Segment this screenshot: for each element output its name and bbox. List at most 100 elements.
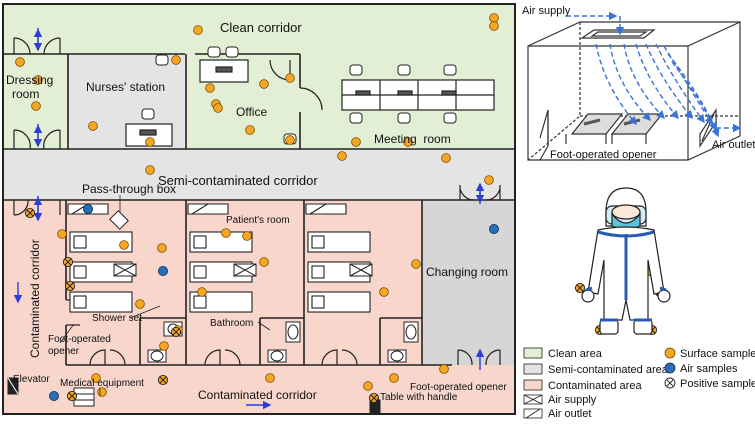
label-bathroom: Bathroom: [210, 318, 253, 329]
bedside-table: [233, 263, 257, 277]
label-foot-opener-right: Foot-operated opener: [410, 382, 507, 393]
positive-sample-marker: [368, 392, 380, 404]
room-cabinet: [305, 203, 347, 215]
label-foot-opener-left-1: Foot-operated: [48, 334, 111, 345]
legend-surface-label: Surface samples: [680, 348, 755, 360]
surface-sample-marker: [245, 125, 255, 135]
surface-sample-marker: [337, 151, 347, 161]
label-contaminated-corridor-vertical: Contaminated corridor: [28, 239, 42, 358]
chair: [397, 112, 411, 124]
surface-sample-marker: [197, 287, 207, 297]
ward-3d: Air supply Air outlet Foot-operated open…: [522, 5, 755, 161]
surface-sample-marker: [33, 75, 43, 85]
chair: [397, 64, 411, 76]
chair: [225, 46, 239, 58]
bed: [307, 231, 371, 253]
positive-sample-marker: [66, 390, 78, 402]
surface-sample-marker: [285, 135, 295, 145]
surface-sample-marker: [213, 103, 223, 113]
bed: [189, 291, 253, 313]
legend-air-marker: [664, 362, 676, 374]
legend-clean-label: Clean area: [548, 348, 603, 360]
ppe-figure: [581, 187, 671, 335]
surface-sample-marker: [135, 299, 145, 309]
label-office: Office: [236, 105, 267, 119]
bed: [189, 231, 253, 253]
bed: [69, 291, 133, 313]
ward-labels: Air supply Air outlet Foot-operated open…: [522, 5, 755, 161]
surface-sample-marker: [265, 373, 275, 383]
legend: Clean area Semi-contaminated area Contam…: [523, 347, 755, 420]
surface-sample-marker: [221, 228, 231, 238]
ward-airflow: [566, 11, 742, 138]
leader-lines: [59, 195, 379, 407]
ward-air-supply-label: Air supply: [522, 5, 571, 17]
surface-sample-marker: [171, 55, 181, 65]
chair: [349, 64, 363, 76]
legend-semi-swatch: [523, 363, 543, 375]
legend-positive-marker: [664, 377, 676, 389]
surface-sample-marker: [88, 121, 98, 131]
positive-sample-marker: [157, 374, 169, 386]
surface-sample-marker: [379, 287, 389, 297]
label-semi-corridor: Semi-contaminated corridor: [158, 173, 318, 188]
surface-sample-marker: [441, 153, 451, 163]
surface-sample-marker: [157, 243, 167, 253]
bedside-table: [113, 263, 137, 277]
legend-semi-label: Semi-contaminated area: [548, 364, 669, 376]
floor-plan: Clean corridor Dressing room Nurses' sta…: [2, 3, 666, 415]
outer-wall: [2, 3, 516, 415]
air-sample-marker: [49, 390, 60, 401]
legend-cont-swatch: [523, 379, 543, 391]
surface-sample-marker: [363, 381, 373, 391]
surface-sample-marker: [145, 137, 155, 147]
surface-sample-marker: [484, 175, 494, 185]
surface-sample-marker: [259, 79, 269, 89]
bedside-table: [349, 263, 373, 277]
surface-sample-marker: [31, 101, 41, 111]
label-nurses-station: Nurses' station: [86, 80, 165, 94]
surface-sample-marker: [489, 13, 499, 23]
chair: [141, 108, 155, 120]
doors: [13, 37, 501, 366]
label-contaminated-corridor-bottom: Contaminated corridor: [198, 388, 317, 402]
bed: [69, 231, 133, 253]
legend-positive-label: Positive samples: [680, 378, 755, 390]
surface-sample-marker: [389, 373, 399, 383]
label-changing-room: Changing room: [426, 265, 508, 279]
surface-sample-marker: [242, 231, 252, 241]
positive-sample-marker: [574, 282, 586, 294]
surface-sample-marker: [351, 137, 361, 147]
air-sample-marker: [488, 223, 499, 234]
semi-corridor-fill: [3, 149, 515, 200]
legend-air-outlet-label: Air outlet: [548, 408, 591, 420]
chair: [443, 64, 457, 76]
air-sample-marker: [157, 265, 168, 276]
surface-sample-marker: [285, 73, 295, 83]
beds: [67, 203, 371, 313]
label-shower-set: Shower set: [92, 313, 142, 324]
surface-sample-marker: [57, 229, 67, 239]
surface-sample-marker: [15, 57, 25, 67]
label-dressing-room-1: Dressing: [6, 73, 53, 87]
chair: [207, 46, 221, 58]
surface-sample-marker: [159, 341, 169, 351]
bedside-tables: [113, 263, 373, 277]
label-clean-corridor: Clean corridor: [220, 20, 302, 35]
label-pass-through-box: Pass-through box: [82, 182, 176, 196]
air-sample-marker: [83, 203, 94, 214]
positive-sample-marker: [170, 326, 182, 338]
floorplan-labels: Clean corridor Dressing room Nurses' sta…: [6, 20, 508, 403]
label-meeting-room: Meeting room: [374, 132, 451, 146]
surface-sample-marker: [259, 257, 269, 267]
surface-sample-marker: [193, 25, 203, 35]
label-foot-opener-left-2: opener: [48, 346, 80, 357]
changing-room-fill: [422, 200, 515, 365]
positive-sample-marker: [62, 256, 74, 268]
positive-sample-marker: [24, 207, 36, 219]
label-medical-equipment: Medical equipment: [60, 378, 144, 389]
surface-sample-marker: [91, 373, 101, 383]
surface-sample-marker: [489, 21, 499, 31]
office-furniture: [125, 59, 495, 147]
